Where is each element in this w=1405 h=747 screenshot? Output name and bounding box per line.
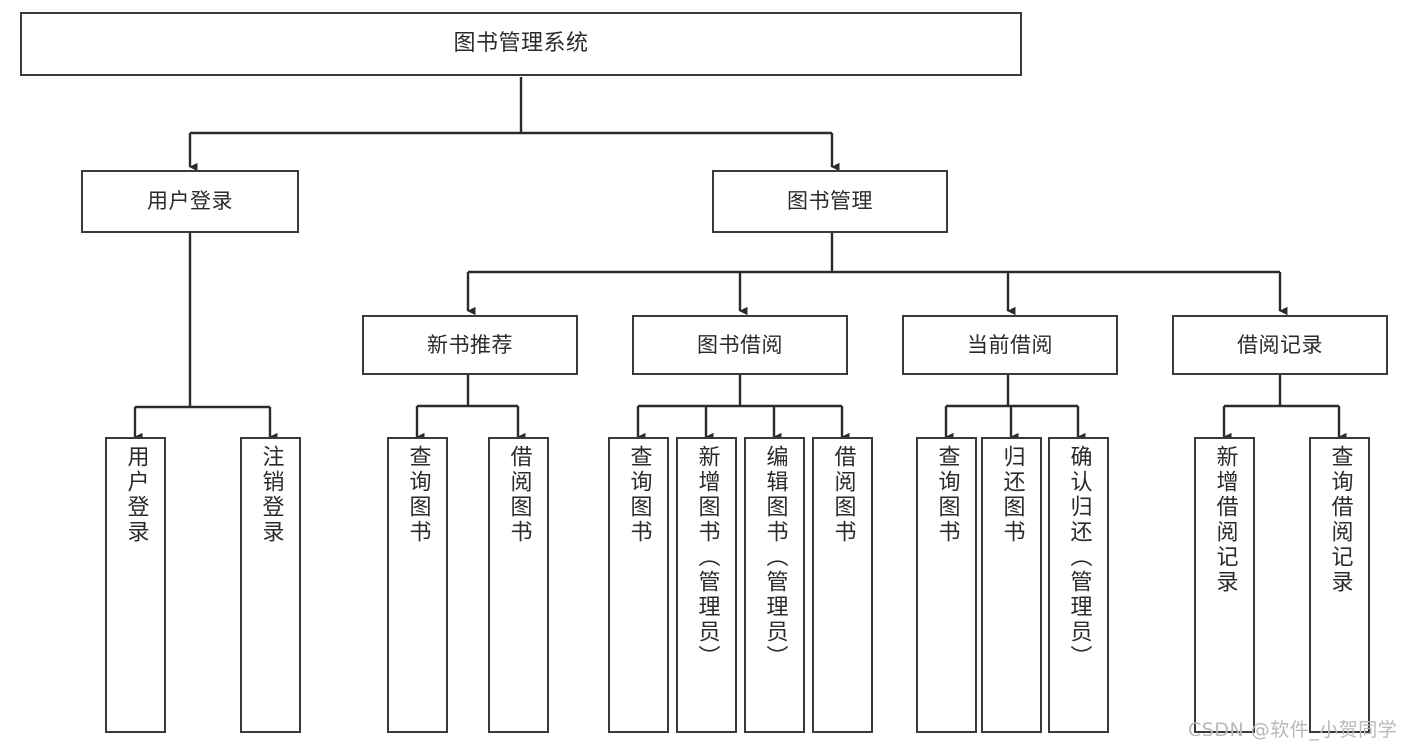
node-leaf-confirm-return-label: 确认归还（管理员） (1066, 445, 1092, 670)
node-book-manage[interactable]: 图书管理 (712, 170, 948, 233)
node-new-book-rec[interactable]: 新书推荐 (362, 315, 578, 375)
node-leaf-query-record[interactable]: 查询借阅记录 (1309, 437, 1370, 733)
node-leaf-query-book-3[interactable]: 查询图书 (916, 437, 977, 733)
node-book-borrow-label: 图书借阅 (697, 332, 783, 357)
node-leaf-return-book-label: 归还图书 (999, 445, 1025, 545)
node-book-borrow[interactable]: 图书借阅 (632, 315, 848, 375)
node-leaf-borrow-book-2-label: 借阅图书 (830, 445, 856, 545)
node-root[interactable]: 图书管理系统 (20, 12, 1022, 76)
node-current-borrow[interactable]: 当前借阅 (902, 315, 1118, 375)
node-leaf-query-book-1[interactable]: 查询图书 (387, 437, 448, 733)
node-leaf-add-record[interactable]: 新增借阅记录 (1194, 437, 1255, 733)
node-leaf-add-book[interactable]: 新增图书（管理员） (676, 437, 737, 733)
node-leaf-borrow-book-2[interactable]: 借阅图书 (812, 437, 873, 733)
node-user-login[interactable]: 用户登录 (81, 170, 299, 233)
node-leaf-query-book-2-label: 查询图书 (626, 445, 652, 545)
node-leaf-edit-book[interactable]: 编辑图书（管理员） (744, 437, 805, 733)
node-root-label: 图书管理系统 (453, 31, 589, 57)
node-leaf-add-record-label: 新增借阅记录 (1212, 445, 1238, 595)
node-borrow-record[interactable]: 借阅记录 (1172, 315, 1388, 375)
node-borrow-record-label: 借阅记录 (1237, 332, 1323, 357)
node-leaf-borrow-book-1[interactable]: 借阅图书 (488, 437, 549, 733)
node-leaf-query-book-1-label: 查询图书 (405, 445, 431, 545)
node-leaf-return-book[interactable]: 归还图书 (981, 437, 1042, 733)
node-leaf-borrow-book-1-label: 借阅图书 (506, 445, 532, 545)
node-leaf-user-logout-label: 注销登录 (258, 445, 284, 545)
node-current-borrow-label: 当前借阅 (967, 332, 1053, 357)
node-leaf-edit-book-label: 编辑图书（管理员） (762, 445, 788, 670)
node-leaf-query-book-3-label: 查询图书 (934, 445, 960, 545)
csdn-watermark: CSDN @软件_小贺同学 (1188, 719, 1398, 741)
node-leaf-user-logout[interactable]: 注销登录 (240, 437, 301, 733)
node-book-manage-label: 图书管理 (787, 189, 873, 214)
node-leaf-confirm-return[interactable]: 确认归还（管理员） (1048, 437, 1109, 733)
node-leaf-query-book-2[interactable]: 查询图书 (608, 437, 669, 733)
node-new-book-rec-label: 新书推荐 (427, 332, 513, 357)
node-leaf-user-login[interactable]: 用户登录 (105, 437, 166, 733)
node-leaf-user-login-label: 用户登录 (123, 445, 149, 545)
node-user-login-label: 用户登录 (147, 189, 233, 214)
node-leaf-add-book-label: 新增图书（管理员） (694, 445, 720, 670)
node-leaf-query-record-label: 查询借阅记录 (1327, 445, 1353, 595)
